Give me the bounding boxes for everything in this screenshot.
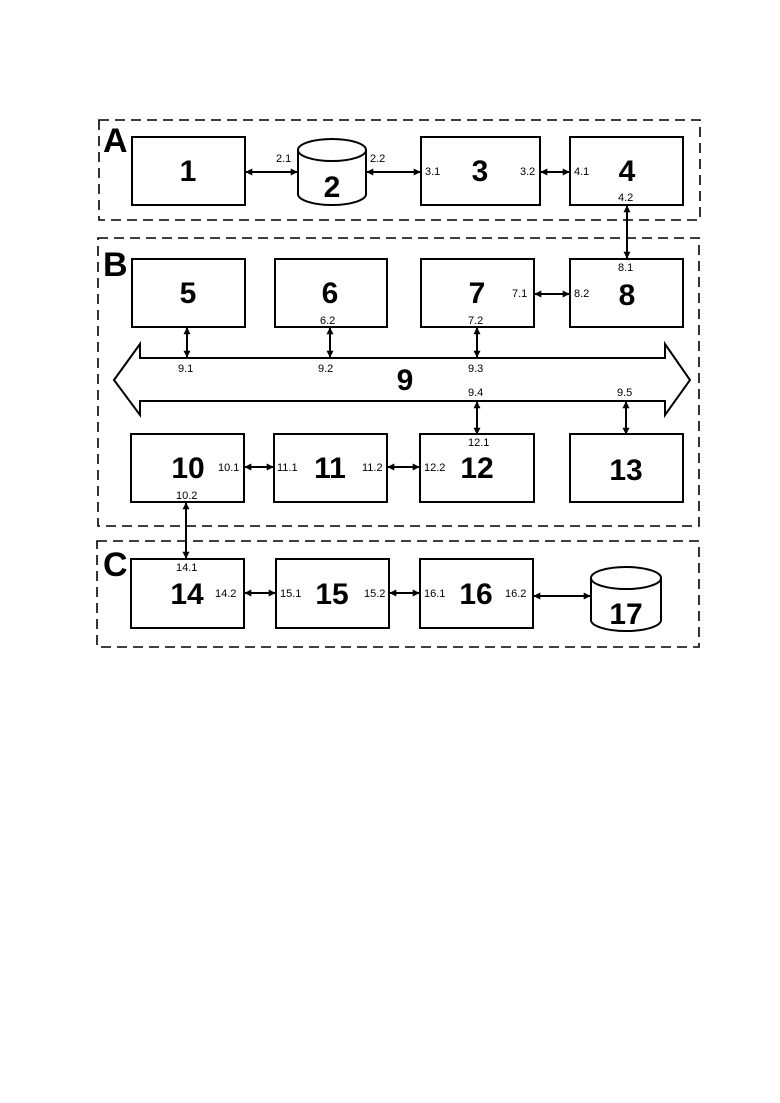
- block-4-label: 4: [619, 155, 636, 188]
- block-12-label: 12: [460, 452, 493, 485]
- block-5-label: 5: [180, 277, 197, 310]
- block-10-label: 10: [171, 452, 204, 485]
- port-3-2: 3.2: [520, 166, 535, 178]
- block-16-label: 16: [459, 578, 492, 611]
- section-label-b: B: [103, 246, 128, 284]
- port-7-2: 7.2: [468, 315, 483, 327]
- port-15-1: 15.1: [280, 588, 301, 600]
- section-label-a: A: [103, 122, 128, 160]
- block-11-label: 11: [314, 452, 346, 485]
- block-8-label: 8: [619, 279, 636, 312]
- port-11-1: 11.1: [277, 462, 298, 474]
- port-10-1: 10.1: [218, 462, 239, 474]
- port-9-2: 9.2: [318, 363, 333, 375]
- port-6-2: 6.2: [320, 315, 335, 327]
- port-14-2: 14.2: [215, 588, 236, 600]
- port-2-2: 2.2: [370, 153, 385, 165]
- port-16-1: 16.1: [424, 588, 445, 600]
- port-8-2: 8.2: [574, 288, 589, 300]
- port-4-1: 4.1: [574, 166, 589, 178]
- port-11-2: 11.2: [362, 462, 383, 474]
- block-2-label: 2: [324, 171, 341, 204]
- section-label-c: C: [103, 546, 128, 584]
- port-8-1: 8.1: [618, 262, 633, 274]
- port-14-1: 14.1: [176, 562, 197, 574]
- port-15-2: 15.2: [364, 588, 385, 600]
- port-10-2: 10.2: [176, 490, 197, 502]
- block-1-label: 1: [180, 155, 197, 188]
- port-9-5: 9.5: [617, 387, 632, 399]
- port-9-4: 9.4: [468, 387, 483, 399]
- bus-9-label: 9: [397, 364, 414, 397]
- block-6-label: 6: [322, 277, 339, 310]
- port-16-2: 16.2: [505, 588, 526, 600]
- port-9-1: 9.1: [178, 363, 193, 375]
- port-3-1: 3.1: [425, 166, 440, 178]
- block-15-label: 15: [315, 578, 348, 611]
- block-17-label: 17: [609, 598, 642, 631]
- block-7-label: 7: [469, 277, 486, 310]
- port-9-3: 9.3: [468, 363, 483, 375]
- port-12-1: 12.1: [468, 437, 489, 449]
- block-14-label: 14: [170, 578, 204, 611]
- port-7-1: 7.1: [512, 288, 527, 300]
- port-12-2: 12.2: [424, 462, 445, 474]
- block-3-label: 3: [472, 155, 489, 188]
- block-13-label: 13: [609, 454, 642, 487]
- port-2-1: 2.1: [276, 153, 291, 165]
- port-4-2: 4.2: [618, 192, 633, 204]
